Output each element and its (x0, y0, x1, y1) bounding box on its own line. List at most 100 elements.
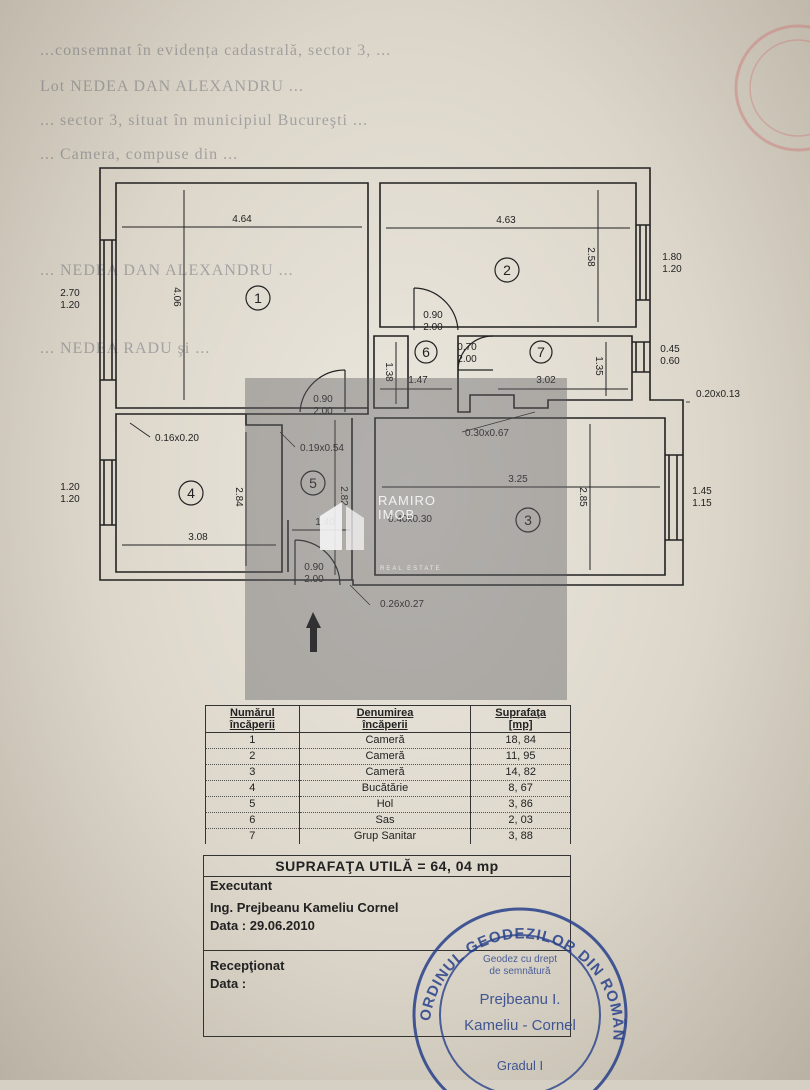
room-number-4: 4 (187, 485, 195, 501)
dim-label: 2.84 (233, 487, 244, 507)
stamp-grade: Gradul I (497, 1058, 543, 1073)
window-label: 1.20 (662, 264, 682, 275)
door-label: 2.00 (313, 406, 333, 417)
cell-room-number: 1 (205, 732, 300, 749)
receptionat-date: Data : (210, 976, 247, 991)
window-label: 0.45 (660, 344, 680, 355)
cell-room-number: 7 (205, 828, 300, 844)
cell-room-number: 3 (205, 764, 300, 781)
header-room-area: Suprafaţa [mp] (470, 705, 571, 733)
table-row: 3 Cameră 14, 82 (205, 764, 571, 781)
room-number-2: 2 (503, 262, 511, 278)
room-number-5: 5 (309, 475, 317, 491)
table-row: 7 Grup Sanitar 3, 88 (205, 828, 571, 844)
cell-room-name: Cameră (298, 764, 472, 781)
door-label: 0.90 (423, 310, 443, 321)
table-row: 4 Bucătărie 8, 67 (205, 780, 571, 797)
stamp-name-line: Kameliu - Cornel (464, 1017, 576, 1034)
cell-room-area: 11, 95 (470, 748, 571, 765)
window-label: 1.80 (662, 252, 682, 263)
window-label: 1.20 (60, 494, 80, 505)
window-label: 0.60 (660, 356, 680, 367)
entry-arrow-icon (306, 612, 321, 652)
column-label: 0.40x0.30 (388, 514, 432, 525)
table-row: 6 Sas 2, 03 (205, 812, 571, 829)
door-label: 0.70 (457, 342, 477, 353)
background-text-line: ... NEDEA RADU şi ... (40, 340, 211, 357)
window-label: 1.20 (60, 482, 80, 493)
window-label: 1.45 (692, 486, 712, 497)
executant-label: Executant (210, 878, 273, 893)
executant-name: Ing. Prejbeanu Kameliu Cornel (210, 900, 399, 915)
cell-room-number: 6 (205, 812, 300, 829)
header-room-name: Denumirea încăperii (298, 705, 472, 733)
background-text-line: ... NEDEA DAN ALEXANDRU ... (40, 262, 294, 279)
dim-label: 2.58 (585, 247, 596, 267)
watermark-logo-icon (320, 502, 364, 550)
table-row: 1 Cameră 18, 84 (205, 732, 571, 749)
column-label: 0.19x0.54 (300, 443, 344, 454)
signature-box: SUPRAFAŢA UTILĂ = 64, 04 mp Executant In… (203, 855, 571, 1037)
door-label: 0.90 (304, 562, 324, 573)
dim-label: 1.35 (593, 356, 604, 376)
room-number-1: 1 (254, 290, 262, 306)
table-row: 5 Hol 3, 86 (205, 796, 571, 813)
table-row: 2 Cameră 11, 95 (205, 748, 571, 765)
cell-room-area: 3, 88 (470, 828, 571, 844)
dim-label: 4.63 (496, 215, 516, 226)
dim-label: 2.85 (577, 487, 588, 507)
cell-room-name: Grup Sanitar (298, 828, 472, 844)
door-label: 2.00 (304, 574, 324, 585)
executant-date: Data : 29.06.2010 (210, 918, 315, 933)
receptionat-label: Recepţionat (210, 958, 285, 973)
column-label: 0.16x0.20 (155, 433, 199, 444)
cell-room-name: Cameră (298, 732, 472, 749)
background-text-line: ... sector 3, situat în municipiul Bucur… (40, 112, 368, 129)
header-room-number: Numărul încăperii (205, 705, 300, 733)
total-area: SUPRAFAŢA UTILĂ = 64, 04 mp (275, 858, 499, 874)
stamp-name-line: Prejbeanu I. (480, 991, 561, 1008)
door-label: 0.90 (313, 394, 333, 405)
background-text-line: ... Camera, compuse din ... (40, 146, 239, 163)
background-text-line: Lot NEDEA DAN ALEXANDRU ... (40, 78, 304, 95)
watermark-overlay (245, 378, 567, 700)
cell-room-name: Sas (298, 812, 472, 829)
cell-room-area: 18, 84 (470, 732, 571, 749)
stamp-inner-line: Geodez cu drept (483, 954, 557, 965)
dim-label: 4.64 (232, 214, 252, 225)
window-label: 1.15 (692, 498, 712, 509)
column-label: 0.26x0.27 (380, 599, 424, 610)
watermark-name: RAMIRO IMOB (378, 493, 436, 522)
door-label: 2.00 (457, 354, 477, 365)
door-label: 2.00 (423, 322, 443, 333)
dim-label: 3.02 (536, 375, 556, 386)
cell-room-area: 14, 82 (470, 764, 571, 781)
room-number-7: 7 (537, 344, 545, 360)
official-stamp: ORDINUL GEODEZILOR DIN ROMÂNIA Geodez cu… (408, 900, 628, 1090)
stamp-inner-line: de semnătură (489, 966, 551, 977)
window-label: 2.70 (60, 288, 80, 299)
dim-label: 3.25 (508, 474, 528, 485)
watermark-subtitle: REAL ESTATE (380, 566, 442, 572)
cell-room-number: 5 (205, 796, 300, 813)
room-number-6: 6 (422, 344, 430, 360)
cell-room-area: 2, 03 (470, 812, 571, 829)
cell-room-name: Cameră (298, 748, 472, 765)
column-label: 0.20x0.13 (696, 389, 740, 400)
cell-room-number: 4 (205, 780, 300, 797)
window-label: 1.20 (60, 300, 80, 311)
column-label: 0.30x0.67 (465, 428, 509, 439)
cell-room-area: 8, 67 (470, 780, 571, 797)
cell-room-area: 3, 86 (470, 796, 571, 813)
rooms-table: Numărul încăperii Denumirea încăperii Su… (205, 705, 571, 844)
room-number-3: 3 (524, 512, 532, 528)
dim-label: 4.06 (171, 287, 182, 307)
dim-label: 1.38 (383, 362, 394, 382)
red-seal (734, 24, 810, 152)
dim-label: 3.08 (188, 532, 208, 543)
cell-room-number: 2 (205, 748, 300, 765)
dim-label: 2.82 (338, 486, 349, 506)
cell-room-name: Bucătărie (298, 780, 472, 797)
background-text-line: ...consemnat în evidența cadastrală, sec… (40, 42, 392, 59)
dim-label: 1.47 (408, 375, 428, 386)
